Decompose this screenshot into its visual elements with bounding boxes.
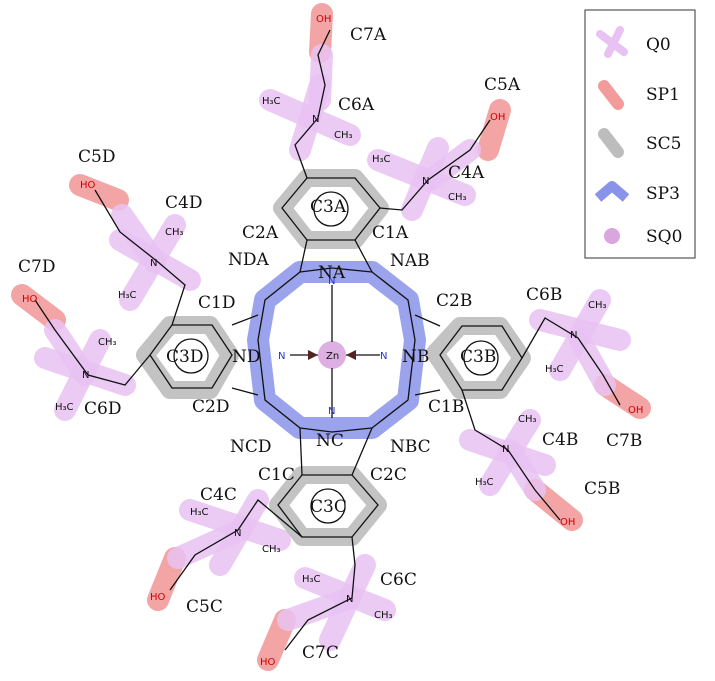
label-c6a: C6A: [338, 95, 375, 115]
ho-5d: HO: [80, 180, 96, 191]
sp1-bead-5a: [477, 99, 511, 161]
nplus-6a: N: [312, 114, 319, 125]
oh-5a: OH: [490, 112, 505, 123]
label-c2a: C2A: [242, 223, 279, 243]
ch3-4b: CH₃: [518, 414, 537, 425]
label-c5a: C5A: [484, 75, 521, 95]
label-na: NA: [318, 263, 346, 283]
label-c2c: C2C: [370, 465, 407, 485]
legend-item-sq0: SQ0: [604, 227, 682, 247]
q0-bead-6c: [277, 554, 396, 651]
label-c4a: C4A: [448, 163, 485, 183]
label-c3d: C3D: [166, 347, 203, 367]
ch3-4d: CH₃: [165, 227, 184, 238]
ch3-6b: CH₃: [588, 300, 607, 311]
ch3-4c: CH₃: [262, 544, 281, 555]
legend-item-q0: Q0: [596, 26, 671, 58]
label-c4d: C4D: [165, 193, 202, 213]
ch3-6a: CH₃: [334, 130, 353, 141]
legend-label-sq0: SQ0: [646, 227, 682, 247]
oh-7a: OH: [316, 14, 331, 25]
label-c5d: C5D: [78, 147, 115, 167]
n-atom-b: N: [380, 351, 387, 362]
atom-glyphs: Zn N N N N OH OH HO HO OH OH HO HO N H₃C…: [22, 14, 643, 668]
label-nc: NC: [316, 431, 344, 451]
legend-label-sc5: SC5: [646, 134, 681, 154]
label-nda: NDA: [228, 250, 270, 270]
nplus-4a: N: [422, 176, 429, 187]
legend: Q0 SP1 SC5 SP3 SQ0: [584, 9, 696, 259]
h3c-6b: H₃C: [545, 364, 564, 375]
nplus-4d: N: [150, 258, 157, 269]
h3c-4d: H₃C: [118, 290, 137, 301]
label-nb: NB: [402, 347, 429, 367]
ch3-4a: CH₃: [448, 192, 467, 203]
label-c2d: C2D: [192, 397, 229, 417]
atom-labels: C7A C6A C5A C4A C3A C2A C1A C5D C4D C7D …: [18, 25, 642, 663]
label-c1c: C1C: [258, 465, 295, 485]
n-atom-d: N: [278, 351, 285, 362]
n-atom-c: N: [328, 406, 335, 417]
label-c3c: C3C: [310, 497, 347, 517]
ch3-6d: CH₃: [98, 337, 117, 348]
legend-item-sp3: SP3: [594, 181, 680, 204]
label-c5c: C5C: [186, 597, 223, 617]
label-c5b: C5B: [584, 479, 620, 499]
label-c3b: C3B: [460, 347, 496, 367]
nplus-6b: N: [570, 330, 577, 341]
label-c6d: C6D: [84, 399, 121, 419]
label-c4c: C4C: [200, 485, 237, 505]
label-c1d: C1D: [198, 293, 235, 313]
oh-7b: OH: [628, 405, 643, 416]
nplus-4c: N: [234, 528, 241, 539]
legend-label-sp3: SP3: [646, 184, 680, 204]
ch3-4a-top: H₃C: [372, 154, 391, 165]
zinc-atom: Zn: [326, 351, 339, 362]
sp1-bead-5d: [69, 174, 129, 211]
legend-item-sc5: SC5: [598, 128, 681, 158]
label-c7c: C7C: [302, 643, 339, 663]
label-c1b: C1B: [428, 397, 464, 417]
label-c7d: C7D: [18, 257, 55, 277]
label-nd: ND: [232, 347, 261, 367]
oh-5b: OH: [560, 517, 575, 528]
legend-label-q0: Q0: [646, 35, 671, 55]
label-nbc: NBC: [390, 437, 431, 457]
h3c-4b: H₃C: [475, 477, 494, 488]
q0-bead-6a: [259, 44, 361, 161]
label-c3a: C3A: [310, 197, 347, 217]
h3c-4c: H₃C: [190, 507, 209, 518]
legend-item-sp1: SP1: [598, 80, 680, 110]
label-c1a: C1A: [372, 223, 409, 243]
sc5-ring-d: [136, 316, 239, 399]
label-c6b: C6B: [526, 285, 562, 305]
h3c-6d: H₃C: [55, 402, 74, 413]
nplus-6d: N: [82, 370, 89, 381]
label-c4b: C4B: [542, 430, 578, 450]
label-c7a: C7A: [350, 25, 387, 45]
legend-label-sp1: SP1: [646, 85, 680, 105]
n-atom-a: N: [328, 276, 335, 287]
nplus-6c: N: [346, 594, 353, 605]
label-c7b: C7B: [606, 431, 642, 451]
nplus-4b: N: [502, 444, 509, 455]
label-ncd: NCD: [230, 437, 272, 457]
ch3-6c: CH₃: [374, 610, 393, 621]
ho-7c: HO: [260, 657, 276, 668]
bond-skeleton: [34, 29, 621, 651]
sp1-bead-7d: [11, 284, 66, 331]
ho-5c: HO: [150, 592, 166, 603]
label-c2b: C2B: [436, 291, 472, 311]
h3c-6a: H₃C: [262, 96, 281, 107]
h3c-6c: H₃C: [302, 574, 321, 585]
ho-7d: HO: [22, 294, 38, 305]
label-nab: NAB: [390, 251, 430, 271]
sq0-zinc-bead: [318, 341, 346, 369]
label-c6c: C6C: [380, 570, 417, 590]
